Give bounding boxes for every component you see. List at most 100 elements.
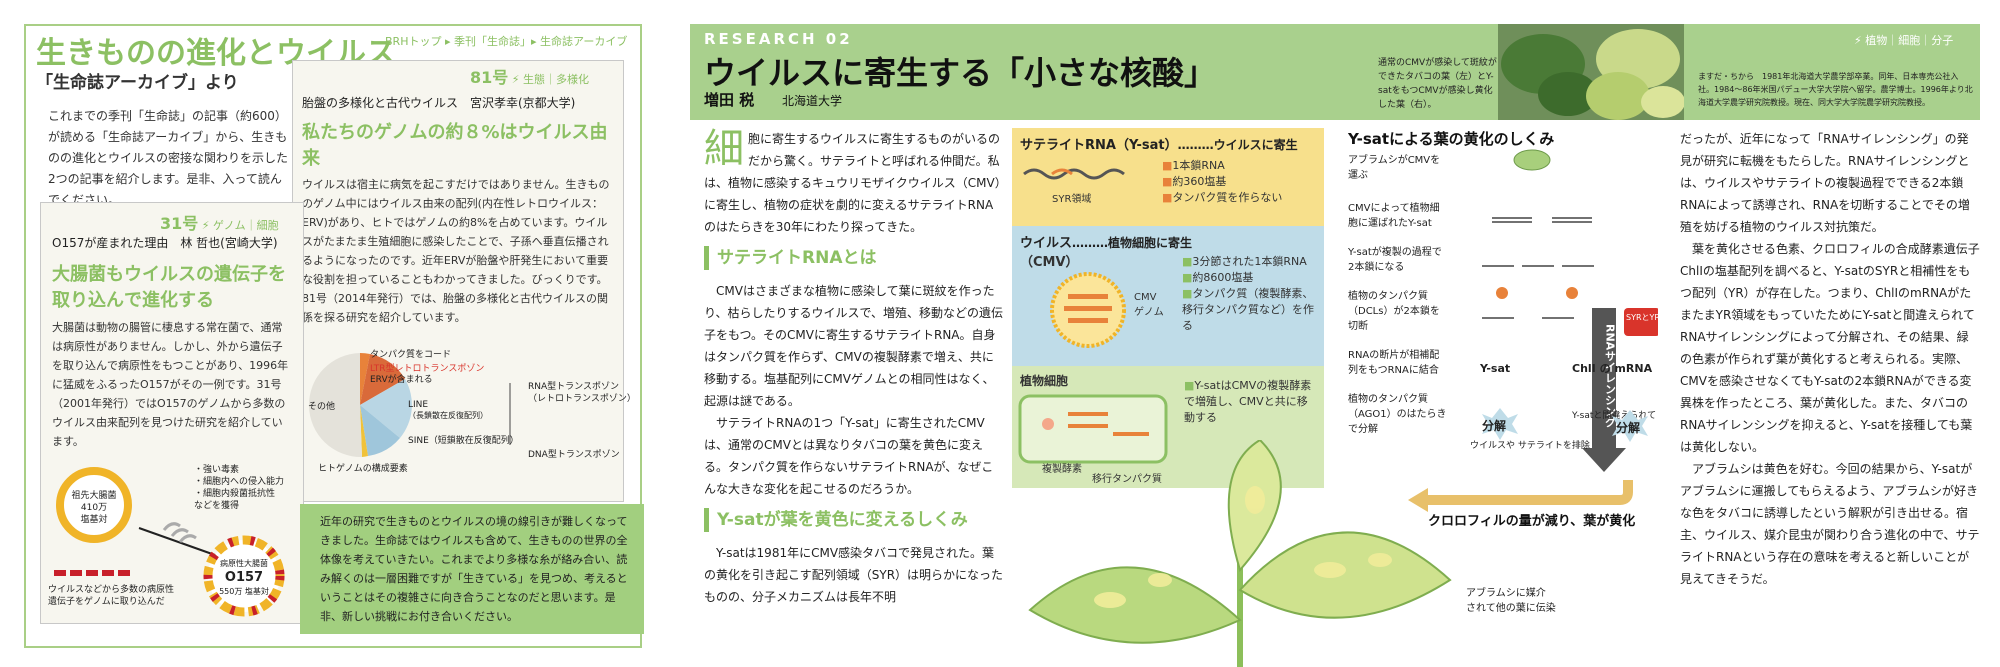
article-81-title: 私たちのゲノムの約８%はウイルス由来 [302,122,608,169]
section1-body-2: サテライトRNAの1つ「Y-sat」に寄生されたCMVは、通常のCMVとは異なり… [704,416,994,496]
article-81-head: 胎盤の多様化と古代ウイルス 宮沢孝幸(京都大学) [302,96,576,110]
right-para-3: アブラムシは黄色を好む。今回の結果から、Y-satがアブラムシに運搬してもらえる… [1680,462,1980,586]
ysat-rna-icon [1023,168,1125,180]
pie-slice-other [308,353,362,458]
research-banner [690,24,1980,120]
article-81-body: ウイルスは宿主に病気を起こすだけではありません。生きもののゲノム中にはウイルス由… [302,178,610,324]
tobacco-leaves-illustration [1028,440,1452,667]
result-label: クロロフィルの量が減り、葉が黄化 [1428,514,1636,529]
genome-pie-diagram: タンパク質をコード LTR型レトロトランスポゾン ERVが含まれる その他 LI… [308,348,630,474]
pie-label-dna-tp: DNA型トランスポゾン [528,449,620,460]
pie-label-other: その他 [308,400,335,412]
virus-item-1: ■3分節された1本鎖RNA [1182,255,1307,268]
article-31-body: 大腸菌は動物の腸管に棲息する常在菌で、通常は病原性がありません。しかし、外から遺… [52,321,289,448]
pie-slice-sine [360,405,400,456]
article-tags: ⚡ 植物｜細胞｜分子 [1854,32,1953,48]
ancestor-ecoli-ring [56,467,132,543]
virus-dots: ………植物細胞に寄生 [1072,236,1193,250]
article-tags: 生態｜多様化 [523,73,590,86]
ysat-label: Y-sat [1479,362,1510,375]
article-tags: ゲノム｜細胞 [213,219,279,232]
author-name: 増田 税 [704,91,755,109]
ysat-note: ■Y-satはCMVの複製酵素で増殖し、CMVと共に移動する [1184,379,1312,424]
article-column-right: だったが、近年になって「RNAサイレンシング」の発見が研究に転機をもたらした。R… [1680,128,1980,590]
plant-cell-icon [1018,394,1168,464]
silencing-flow: RNAサイレンシング SYRとYRが結合 Y-sat ChlI の mRNA Y… [1470,149,1658,472]
author-affiliation: 北海道大学 [782,94,843,108]
virus-box: ウイルス………植物細胞に寄生 （CMV） CMV ゲノム ■3分節された1本鎖R… [1012,226,1324,366]
right-para-2: 葉を黄化させる色素、クロロフィルの合成酵素遺伝子ChlIの塩基配列を調べると、Y… [1680,242,1980,454]
research-label: RESEARCH 02 [704,30,853,48]
yellowing-title: Y-satによる葉の黄化のしくみ [1348,130,1555,148]
virus-title: ウイルス [1020,236,1073,251]
article-31-meta: 31号 ⚡ ゲノム｜細胞 [160,210,279,234]
replicase-label: 複製酵素 [1042,464,1082,475]
breadcrumb[interactable]: BRHトップ ▸ 季刊「生命誌」▸ 生命誌アーカイブ [385,35,628,48]
pie-label-line: LINE [408,400,428,410]
decomp-burst-2 [1612,410,1648,442]
satellite-diagram: サテライトRNA（Y-sat）………ウイルスに寄生 SYR領域 ■1本鎖RNA … [1012,128,1324,488]
ancestor-size: 410万 [81,503,107,513]
leaf-photo [1498,24,1684,120]
archive-footer [300,504,644,634]
ysat-box: サテライトRNA（Y-sat）………ウイルスに寄生 SYR領域 ■1本鎖RNA … [1012,128,1324,226]
trait-1: ・強い毒素 [194,463,239,475]
section1-body: CMVはさまざまな植物に感染して葉に斑紋を作ったり、枯らしたりするウイルスで、増… [704,284,1004,408]
step-4: 植物のタンパク質（DCLs）が2本鎖を切断 [1348,291,1440,332]
o157-ring-inserts [203,535,285,617]
movement-protein-label: 移行タンパク質 [1092,474,1162,485]
step-5: RNAの断片が相補配列をもつRNAに結合 [1348,350,1440,376]
virus-subtitle: （CMV） [1020,255,1079,270]
bind-badge [1624,308,1658,336]
tag-list: 植物｜細胞｜分子 [1865,34,1954,47]
gene-segments [54,570,130,576]
o157-name: O157 [225,570,263,585]
cmv-genome-label: CMV ゲノム [1134,292,1164,318]
ecoli-caption-1: ウイルスなどから多数の病原性 [48,583,174,595]
issue-number: 31号 [160,214,199,233]
author-bio: ますだ・ちから 1981年北海道大学農学部卒業。同年、日本専売公社入社。1984… [1698,72,1973,107]
photo-caption: 通常のCMVが感染して斑紋ができたタバコの葉（左）とY-satをもつCMVが感染… [1378,58,1497,110]
right-para-1: だったが、近年になって「RNAサイレンシング」の発見が研究に転機をもたらした。R… [1680,132,1970,234]
virus-item-2: ■約8600塩基 [1182,271,1254,284]
decomp-label-2: 分解 [1616,420,1640,435]
section2-body: Y-satは1981年にCMV感染タバコで発見された。葉の黄化を引き起こす配列領… [704,546,1004,604]
article-column-1: 細 胞に寄生するウイルスに寄生するものがいるのだから驚く。サテライトと呼ばれる仲… [704,128,1004,608]
archive-footer-text: 近年の研究で生きものとウイルスの境の線引きが難しくなってきました。生命誌ではウイ… [320,515,628,623]
pie-caption: ヒトゲノムの構成要素 [318,462,408,474]
article-81-meta: 81号 ⚡ 生態｜多様化 [470,64,589,88]
pie-slice-protein [360,353,370,405]
o157-size: 550万 塩基対 [219,586,269,596]
bind-label: SYRとYRが結合 [1626,312,1658,322]
genome-pie [308,353,412,458]
pie-label-erv: ERVが含まれる [370,373,433,385]
decomp-label-1: 分解 [1482,418,1506,433]
plant-cell-box: 植物細胞 複製酵素 移行タンパク質 ■Y-satはCMVの複製酵素で増殖し、CM… [1012,366,1324,488]
pie-label-protein: タンパク質をコード [370,348,451,360]
step-1: アブラムシがCMVを運ぶ [1348,155,1441,181]
tag-icon: ⚡ [511,73,520,86]
article-31-head: O157が産まれた理由 林 哲也(宮崎大学) [52,236,278,250]
result-arrow [1408,480,1633,512]
aphid-icon [1513,149,1551,171]
article-title: ウイルスに寄生する「小さな核酸」 [704,54,1217,92]
pie-slice-ltr [360,354,405,405]
plant-cell-label: 植物細胞 [1020,374,1069,388]
chli-label: ChlI の mRNA [1572,362,1653,375]
ancestor-label: 祖先大腸菌 [71,489,116,501]
dsrna-fragments [1482,217,1594,319]
pie-slice-dna [360,405,368,457]
ancestor-unit: 塩基対 [80,513,107,525]
virus-genes-icon [162,522,197,543]
trait-4: などを獲得 [194,499,239,511]
tag-icon: ⚡ [1854,34,1862,47]
lead-text: 胞に寄生するウイルスに寄生するものがいるのだから驚く。サテライトと呼ばれる仲間だ… [704,132,1001,234]
ecoli-illustration: 祖先大腸菌 410万 塩基対 ・強い毒素 ・細胞内への侵入能力 ・細胞内殺菌抵抗… [48,463,285,617]
ysat-item-2: ■約360塩基 [1162,175,1227,188]
leaf-left [1028,566,1242,644]
archive-intro: これまでの季刊「生命誌」の記事（約600）が読める「生命誌アーカイブ」から、生き… [48,109,289,207]
rna-silencing-arrow [1592,308,1616,448]
pie-label-line-sub: （長鎖散在反復配列） [408,410,488,420]
pie-label-sine: SINE（短鎖散在反復配列） [408,434,519,446]
ysat-item-3: ■タンパク質を作らない [1162,191,1283,204]
